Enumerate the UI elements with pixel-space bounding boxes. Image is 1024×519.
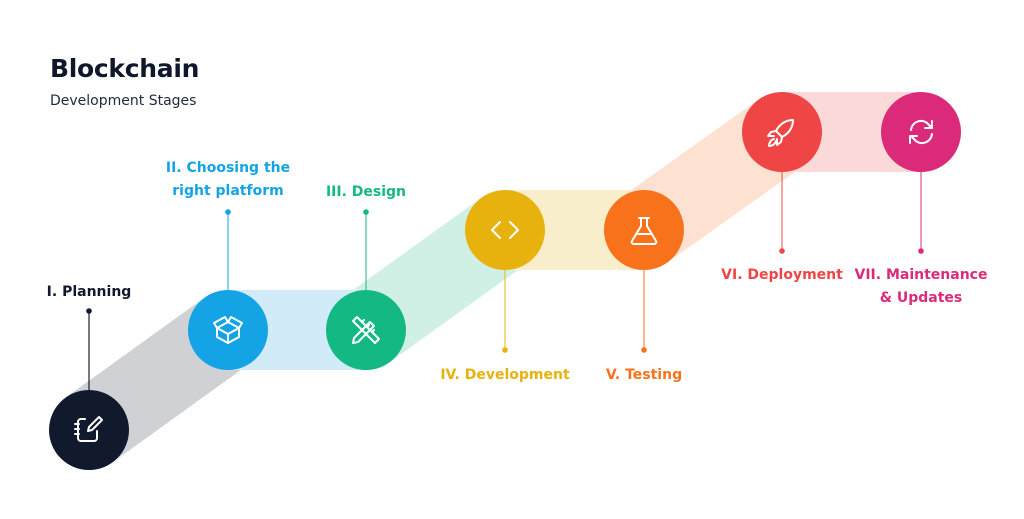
stage-circle <box>188 290 268 370</box>
pencil-ruler-icon <box>352 316 380 344</box>
stage-label-planning: I. Planning <box>0 281 189 304</box>
flask-icon <box>630 217 658 245</box>
stage-label-line1: I. Planning <box>46 284 132 300</box>
stage-label-deployment: VI. Deployment <box>682 264 882 287</box>
stage-label-line1: II. Choosing the <box>165 160 291 176</box>
stage-node-maintenance[interactable] <box>881 92 961 172</box>
rocket-icon <box>767 119 794 147</box>
stage-label-line1: III. Design <box>325 184 407 200</box>
leader-dot <box>779 248 785 254</box>
stage-circle <box>881 92 961 172</box>
stage-node-design[interactable] <box>326 290 406 370</box>
stage-node-testing[interactable] <box>604 190 684 270</box>
stage-circle <box>465 190 545 270</box>
open-box-icon <box>213 316 243 344</box>
notebook-pen-icon <box>74 416 103 442</box>
stage-label-line1: V. Testing <box>605 367 683 383</box>
page-subtitle: Development Stages <box>50 93 197 109</box>
stage-label-design: III. Design <box>266 181 466 204</box>
stage-label-line2: right platform <box>172 183 284 199</box>
leader-lines <box>86 172 924 390</box>
stage-label-platform: II. Choosing the right platform <box>128 157 328 203</box>
stage-label-line1: IV. Development <box>440 367 570 383</box>
leader-dot <box>918 248 924 254</box>
leader-dot <box>502 347 508 353</box>
stage-node-platform[interactable] <box>188 290 268 370</box>
stage-nodes <box>49 92 961 470</box>
refresh-icon <box>909 119 933 145</box>
stage-label-line1: VI. Deployment <box>721 267 843 283</box>
stage-label-line2: & Updates <box>879 290 963 306</box>
stage-label-maintenance: VII. Maintenance & Updates <box>821 264 1021 310</box>
code-brackets-icon <box>491 221 519 239</box>
stage-node-deployment[interactable] <box>742 92 822 172</box>
stage-label-testing: V. Testing <box>544 364 744 387</box>
leader-dot <box>86 308 92 314</box>
stage-node-development[interactable] <box>465 190 545 270</box>
leader-dot <box>225 209 231 215</box>
leader-dot <box>363 209 369 215</box>
stage-node-planning[interactable] <box>49 390 129 470</box>
stage-circle <box>326 290 406 370</box>
stage-label-development: IV. Development <box>405 364 605 387</box>
stage-label-line1: VII. Maintenance <box>854 267 988 283</box>
stage-circle <box>742 92 822 172</box>
leader-dot <box>641 347 647 353</box>
stage-circle <box>604 190 684 270</box>
page-title: Blockchain <box>50 54 200 83</box>
